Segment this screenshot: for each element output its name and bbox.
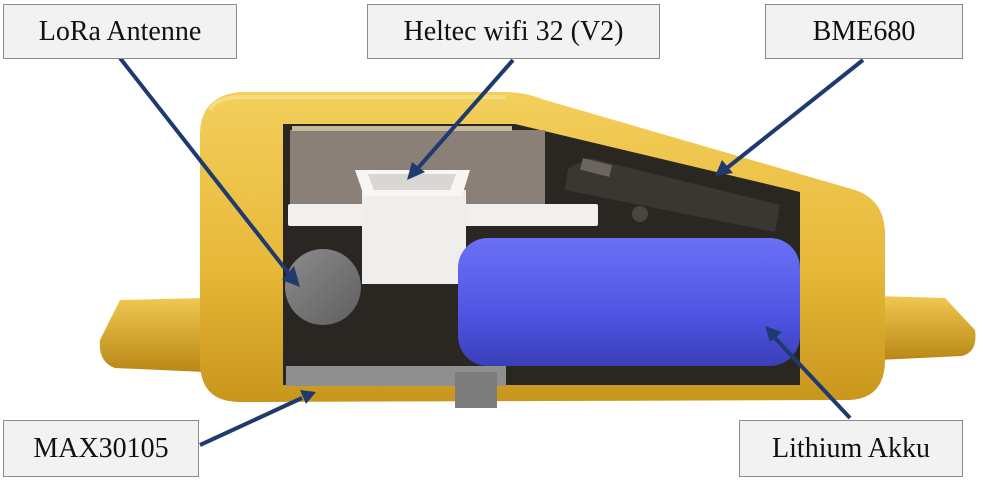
heltec-board-edge bbox=[292, 126, 512, 131]
label-heltec-wifi32: Heltec wifi 32 (V2) bbox=[367, 4, 660, 59]
arrow-max bbox=[199, 396, 303, 447]
arrow-bme bbox=[725, 58, 865, 170]
housing-flange-right bbox=[878, 296, 976, 360]
arrowhead-heltec bbox=[407, 162, 425, 180]
arrow-lora bbox=[118, 56, 292, 277]
arrowhead-max bbox=[300, 390, 316, 404]
bme680-board bbox=[565, 157, 780, 232]
arrow-akku bbox=[773, 336, 852, 420]
label-max30105: MAX30105 bbox=[3, 420, 199, 477]
label-lithium-akku: Lithium Akku bbox=[739, 420, 963, 477]
label-bme680: BME680 bbox=[765, 4, 963, 59]
callout-arrows bbox=[118, 56, 865, 447]
lithium-battery bbox=[458, 238, 800, 366]
max30105-sensor bbox=[286, 366, 506, 386]
arrowhead-akku bbox=[765, 326, 782, 342]
housing-edge-highlight bbox=[208, 95, 505, 111]
lora-antenna-part bbox=[285, 249, 361, 325]
sensor-clip bbox=[455, 372, 497, 408]
arrowhead-bme bbox=[715, 160, 733, 176]
usb-connector bbox=[355, 170, 470, 284]
housing-flange-left bbox=[99, 298, 205, 372]
arrowhead-lora bbox=[282, 266, 300, 287]
arrow-heltec bbox=[416, 58, 515, 170]
label-lora-antenne: LoRa Antenne bbox=[3, 4, 237, 59]
